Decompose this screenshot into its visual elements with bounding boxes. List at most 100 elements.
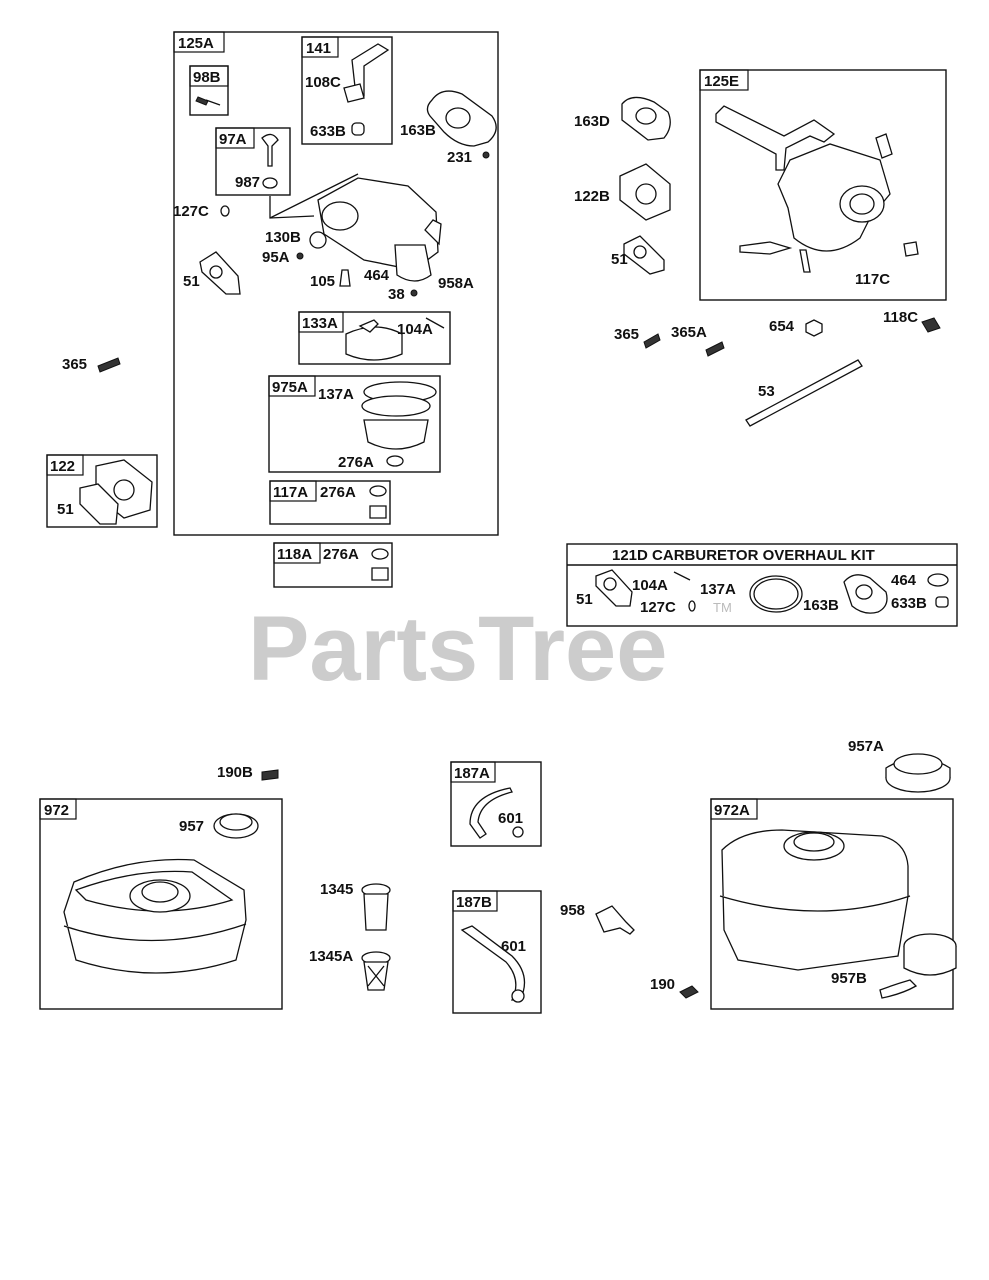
label-95A: 95A xyxy=(262,249,290,266)
label-601-187A: 601 xyxy=(498,810,523,827)
group-141-label: 141 xyxy=(306,40,331,57)
group-133A-label: 133A xyxy=(302,315,338,332)
group-187B-label: 187B xyxy=(456,894,492,911)
gasket-51-right xyxy=(623,235,665,275)
filter-1345 xyxy=(361,883,391,931)
group-122[interactable]: 122 51 xyxy=(46,454,158,528)
trademark: TM xyxy=(713,600,732,615)
group-972[interactable]: 972 957 xyxy=(39,798,283,1010)
group-972-label: 972 xyxy=(44,802,69,819)
label-276A-2: 276A xyxy=(320,484,356,501)
washer-130B xyxy=(309,231,327,249)
pin-104A xyxy=(425,317,445,329)
carburetor-body xyxy=(269,173,442,282)
nut-654 xyxy=(805,319,823,337)
group-125E-label: 125E xyxy=(704,73,739,90)
group-972A-label: 972A xyxy=(714,802,750,819)
group-125A-label: 125A xyxy=(178,35,214,52)
label-957A: 957A xyxy=(848,738,884,755)
label-108C: 108C xyxy=(305,74,341,91)
group-141[interactable]: 141 108C 633B xyxy=(301,36,393,145)
label-957: 957 xyxy=(179,818,204,835)
label-987: 987 xyxy=(235,174,260,191)
o-ring-part xyxy=(262,177,278,189)
gasket-163B: 163B 231 xyxy=(400,90,497,166)
group-97A-label: 97A xyxy=(219,131,247,148)
screw-365-right xyxy=(643,333,661,349)
label-190: 190 xyxy=(650,976,675,993)
label-958: 958 xyxy=(560,902,585,919)
label-601-187B: 601 xyxy=(501,938,526,955)
group-187A[interactable]: 187A 601 xyxy=(450,761,542,847)
label-53: 53 xyxy=(758,383,775,400)
label-118C: 118C xyxy=(883,309,918,326)
label-130B: 130B xyxy=(265,229,301,246)
group-975A[interactable]: 975A 137A 276A xyxy=(268,375,441,473)
kit-label-633B: 633B xyxy=(891,595,927,612)
gasket-51-122 xyxy=(79,483,119,525)
spacer-122B xyxy=(619,163,671,221)
label-958A: 958A xyxy=(438,275,474,292)
fuel-cap-957B xyxy=(879,933,957,999)
label-365A: 365A xyxy=(671,324,707,341)
bowl-nut-118A xyxy=(371,567,389,581)
group-187A-label: 187A xyxy=(454,765,490,782)
label-276A-1: 276A xyxy=(338,454,374,471)
label-104A: 104A xyxy=(397,321,433,338)
label-464: 464 xyxy=(364,267,390,284)
filter-1345A xyxy=(361,951,391,991)
gasket-51-upper xyxy=(199,251,241,295)
bowl-nut-117A xyxy=(369,505,387,519)
label-365-left: 365 xyxy=(62,356,87,373)
bushing-part xyxy=(351,122,365,136)
label-654: 654 xyxy=(769,318,795,335)
group-118A-label: 118A xyxy=(277,546,312,563)
group-118A[interactable]: 118A 276A xyxy=(273,542,393,588)
kit-label-137A: 137A xyxy=(700,581,736,598)
label-231: 231 xyxy=(447,149,472,166)
group-187B[interactable]: 187B 601 xyxy=(452,890,542,1014)
o-ring-127C xyxy=(220,205,230,217)
screw-365A xyxy=(705,341,725,357)
group-133A[interactable]: 133A 104A xyxy=(298,311,451,365)
label-105: 105 xyxy=(310,273,335,290)
carburetor-overhaul-kit[interactable]: 121D CARBURETOR OVERHAUL KIT 51 104A 127… xyxy=(566,543,958,627)
label-365-right: 365 xyxy=(614,326,639,343)
group-98B-label: 98B xyxy=(193,69,221,86)
label-51-122: 51 xyxy=(57,501,74,518)
group-98B[interactable]: 98B xyxy=(189,65,229,116)
label-117C: 117C xyxy=(855,271,890,288)
screw-365-left xyxy=(97,357,121,373)
label-633B: 633B xyxy=(310,123,346,140)
watermark: PartsTree xyxy=(248,598,667,700)
group-97A[interactable]: 97A 987 xyxy=(215,127,291,196)
stud-53 xyxy=(745,359,863,427)
screw-190 xyxy=(679,985,699,999)
kit-label-464: 464 xyxy=(891,572,917,589)
kit-label-163B: 163B xyxy=(803,597,839,614)
label-137A: 137A xyxy=(318,386,354,403)
label-1345: 1345 xyxy=(320,881,353,898)
nut-118C xyxy=(921,317,941,333)
label-51-upper: 51 xyxy=(183,273,200,290)
label-38: 38 xyxy=(388,286,405,303)
group-972A[interactable]: 972A 957B xyxy=(710,798,957,1010)
kit-label-51: 51 xyxy=(576,591,593,608)
group-117A-label: 117A xyxy=(273,484,308,501)
screw-95A xyxy=(296,252,304,260)
kit-label-127C: 127C xyxy=(640,599,676,616)
gasket-163D xyxy=(621,96,671,141)
group-975A-label: 975A xyxy=(272,379,308,396)
label-163B: 163B xyxy=(400,122,436,139)
fuel-line-187A xyxy=(469,787,513,839)
float-bowl xyxy=(363,419,429,450)
label-1345A: 1345A xyxy=(309,948,353,965)
group-125A[interactable]: 125A xyxy=(173,31,499,536)
fuel-cap-957A xyxy=(885,753,951,793)
label-190B: 190B xyxy=(217,764,253,781)
lever-bracket-part xyxy=(343,83,365,103)
group-117A[interactable]: 117A 276A xyxy=(269,480,391,525)
group-125E[interactable]: 125E 117C xyxy=(699,69,947,301)
needle-valve-part xyxy=(261,133,279,167)
